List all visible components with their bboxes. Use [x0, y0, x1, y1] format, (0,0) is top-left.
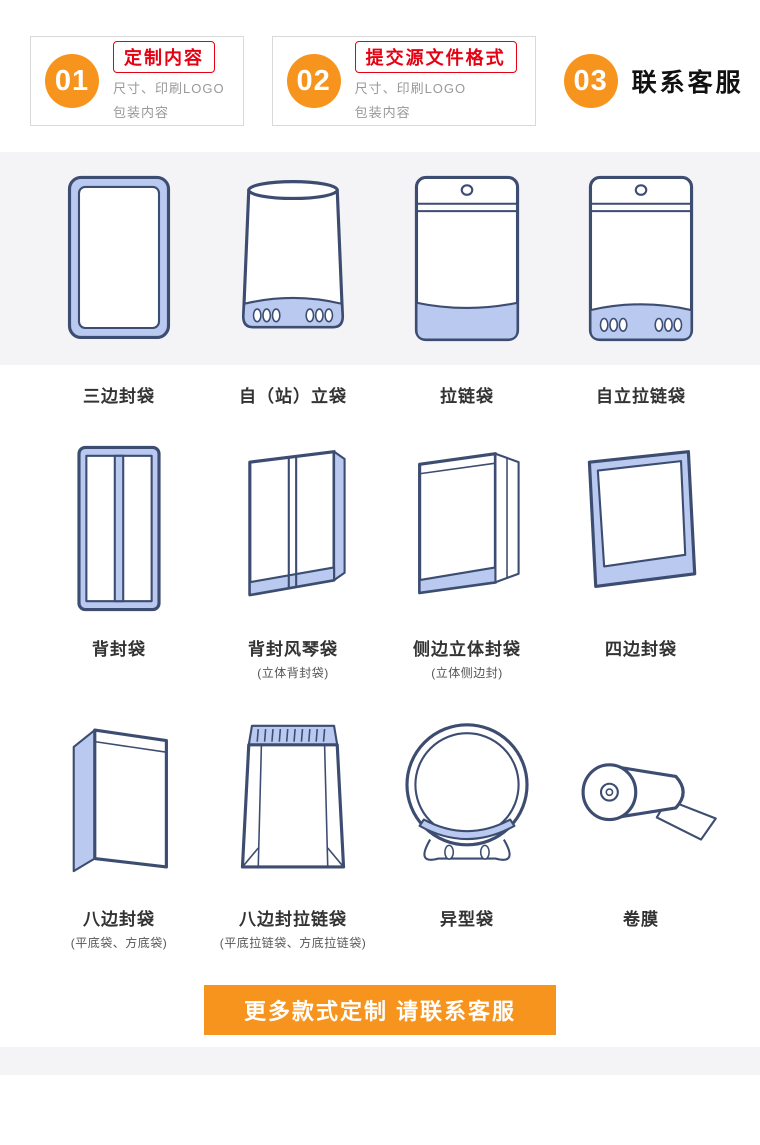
step-1-line-1: 尺寸、印刷LOGO — [113, 81, 225, 96]
bag-label: 自（站）立袋 — [239, 387, 347, 406]
roll-film-icon — [581, 763, 717, 841]
step-box-3: 03 联系客服 — [563, 36, 744, 126]
step-2-title: 提交源文件格式 — [354, 41, 517, 73]
bag-sublabel: (立体背封袋) — [257, 666, 329, 680]
four-side-seal-bag-icon — [587, 450, 697, 588]
label-cell: 八边封拉链袋 (平底拉链袋、方底拉链袋) — [206, 905, 380, 951]
label-cell: 八边封袋 (平底袋、方底袋) — [32, 905, 206, 951]
bag-label: 背封袋 — [92, 640, 146, 659]
footer-strip — [0, 1047, 760, 1075]
back-seal-bag-icon — [77, 445, 161, 612]
bag-cell — [554, 439, 728, 618]
bag-label: 异型袋 — [440, 910, 494, 929]
label-cell: 背封风琴袋 (立体背封袋) — [206, 635, 380, 681]
cta-banner: 更多款式定制 请联系客服 — [204, 985, 556, 1035]
step-2-number-badge: 02 — [286, 54, 341, 108]
step-1-info: 定制内容 尺寸、印刷LOGO 包装内容 — [113, 41, 225, 121]
step-1-title: 定制内容 — [113, 41, 215, 73]
label-cell: 侧边立体封袋 (立体侧边封) — [380, 635, 554, 681]
bag-cell — [206, 439, 380, 618]
bag-label: 八边封袋 — [83, 910, 155, 929]
bag-cell — [380, 439, 554, 618]
bag-row-3-icons — [0, 709, 760, 888]
bag-cell — [554, 169, 728, 348]
step-3-number-badge: 03 — [563, 54, 618, 108]
label-cell: 卷膜 — [554, 905, 728, 951]
bag-cell — [380, 169, 554, 348]
eight-side-zipper-bag-icon — [240, 724, 346, 869]
bag-sublabel: (平底拉链袋、方底拉链袋) — [219, 936, 367, 950]
bag-cell — [32, 169, 206, 348]
step-3-title: 联系客服 — [631, 69, 744, 97]
bag-sublabel: (立体侧边封) — [431, 666, 503, 680]
bag-row-1-icons — [0, 169, 760, 348]
shaped-bag-icon — [405, 723, 529, 861]
bag-label: 八边封拉链袋 — [239, 910, 347, 929]
step-2-line-1: 尺寸、印刷LOGO — [354, 81, 467, 96]
step-3-number: 03 — [573, 64, 608, 97]
bag-label: 背封风琴袋 — [248, 640, 338, 659]
bag-row-1-band — [0, 152, 760, 365]
stand-up-zipper-bag-icon — [588, 175, 694, 342]
stand-up-bag-icon — [241, 180, 345, 329]
bag-row-1-labels: 三边封袋 自（站）立袋 拉链袋 自立拉链袋 — [0, 382, 760, 407]
bag-cell — [554, 709, 728, 888]
back-seal-gusset-bag-icon — [248, 450, 346, 597]
step-1-line-2: 包装内容 — [113, 105, 170, 120]
step-2-info: 提交源文件格式 尺寸、印刷LOGO 包装内容 — [354, 41, 517, 121]
eight-side-seal-bag-icon — [72, 728, 168, 873]
step-2-line-2: 包装内容 — [354, 105, 411, 120]
side-gusset-bag-icon — [418, 452, 520, 595]
bag-cell — [206, 709, 380, 888]
bag-label: 三边封袋 — [83, 387, 155, 406]
step-2-number: 02 — [296, 64, 331, 97]
bag-label: 卷膜 — [623, 910, 659, 929]
bag-sublabel: (平底袋、方底袋) — [70, 936, 168, 950]
bag-cell — [206, 169, 380, 348]
bag-label: 侧边立体封袋 — [413, 640, 521, 659]
bag-row-2-icons — [0, 439, 760, 618]
bag-label: 自立拉链袋 — [596, 387, 686, 406]
bag-cell — [32, 709, 206, 888]
bag-row-3-labels: 八边封袋 (平底袋、方底袋) 八边封拉链袋 (平底拉链袋、方底拉链袋) 异型袋 … — [0, 905, 760, 951]
bag-label: 四边封袋 — [605, 640, 677, 659]
step-box-2: 02 提交源文件格式 尺寸、印刷LOGO 包装内容 — [271, 36, 536, 126]
label-cell: 背封袋 — [32, 635, 206, 681]
three-side-seal-bag-icon — [67, 175, 171, 340]
steps-header: 01 定制内容 尺寸、印刷LOGO 包装内容 02 提交源文件格式 尺寸、印刷L… — [30, 36, 760, 126]
label-cell: 异型袋 — [380, 905, 554, 951]
bag-row-2-labels: 背封袋 背封风琴袋 (立体背封袋) 侧边立体封袋 (立体侧边封) 四边封袋 — [0, 635, 760, 681]
bag-cell — [380, 709, 554, 888]
step-1-number: 01 — [54, 64, 90, 97]
label-cell: 四边封袋 — [554, 635, 728, 681]
bag-cell — [32, 439, 206, 618]
step-box-1: 01 定制内容 尺寸、印刷LOGO 包装内容 — [30, 36, 244, 126]
zipper-bag-icon — [414, 175, 520, 342]
step-1-number-badge: 01 — [45, 54, 99, 108]
bag-label: 拉链袋 — [440, 387, 494, 406]
